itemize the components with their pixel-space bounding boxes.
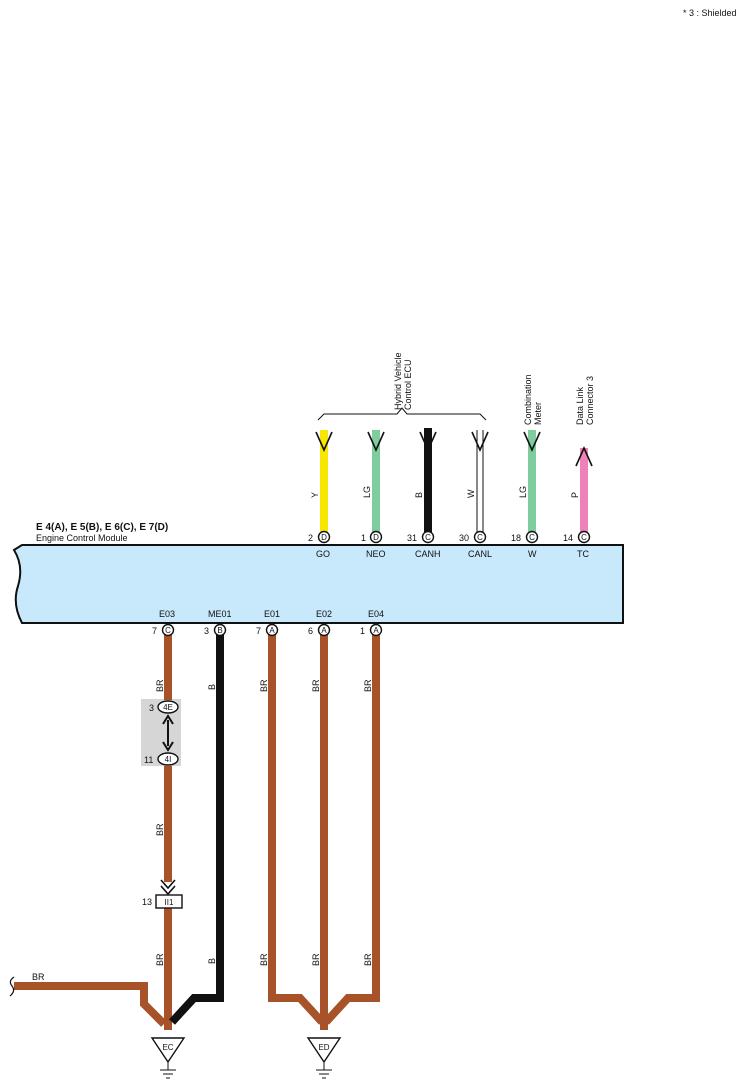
signal-me01: ME01 <box>208 609 232 619</box>
svg-text:B: B <box>217 626 222 635</box>
break-mark <box>9 976 15 997</box>
wire-color-e01: BR <box>259 679 269 692</box>
wire-e04 <box>323 634 380 1025</box>
wire-color-e04: BR <box>363 679 373 692</box>
signal-e03: E03 <box>159 609 175 619</box>
ground-ed: ED <box>306 1037 342 1079</box>
junction-4e: 4E 3 <box>149 700 179 714</box>
legend-note: * 3 : Shielded <box>683 8 737 18</box>
dlc3-label-line2: Connector 3 <box>585 376 595 425</box>
signal-go: GO <box>316 549 330 559</box>
wire-me01 <box>169 634 224 1025</box>
dlc3-label-line1: Data Link <box>575 386 585 425</box>
wire-color-me01-low: B <box>207 958 217 964</box>
wire-go-yellow <box>315 430 333 532</box>
signal-e02: E02 <box>316 609 332 619</box>
pin-num-canh: 31 <box>407 533 417 543</box>
ecm-name: Engine Control Module <box>36 533 128 543</box>
pin-canl: C 30 CANL <box>459 530 492 559</box>
signal-e01: E01 <box>264 609 280 619</box>
junction-link <box>162 714 174 752</box>
signal-e04: E04 <box>368 609 384 619</box>
pin-num-go: 2 <box>308 533 313 543</box>
svg-text:A: A <box>321 626 327 635</box>
signal-w: W <box>528 549 537 559</box>
ground-ec: EC <box>150 1037 186 1079</box>
signal-neo: NEO <box>366 549 386 559</box>
ecm-connectors-label: E 4(A), E 5(B), E 6(C), E 7(D) <box>36 522 168 533</box>
pin-e03: C 7 <box>152 623 175 637</box>
svg-text:D: D <box>373 533 379 542</box>
wire-color-canh: B <box>414 492 424 498</box>
wire-e01 <box>268 634 325 1025</box>
junction-4i-pin: 11 <box>144 755 153 765</box>
wire-neo-light-green <box>367 430 385 532</box>
wire-color-w: LG <box>518 486 528 498</box>
pin-canh: C 31 CANH <box>407 530 441 559</box>
pin-num-neo: 1 <box>361 533 366 543</box>
pin-tc: C 14 TC <box>563 530 591 559</box>
pin-neo: D 1 NEO <box>361 530 386 559</box>
pin-num-tc: 14 <box>563 533 573 543</box>
svg-text:C: C <box>529 533 535 542</box>
combination-meter-label-line1: Combination <box>523 374 533 425</box>
wire-color-canl: W <box>466 489 476 498</box>
signal-canl: CANL <box>468 549 492 559</box>
svg-text:4I: 4I <box>165 755 172 764</box>
signal-canh: CANH <box>415 549 441 559</box>
connector-ii1-pin: 13 <box>142 897 152 907</box>
wire-color-e03-low: BR <box>155 953 165 966</box>
wire-color-e01-low: BR <box>259 953 269 966</box>
wire-color-go: Y <box>310 492 320 498</box>
svg-text:C: C <box>425 533 431 542</box>
signal-tc: TC <box>577 549 589 559</box>
pin-e02: A 6 <box>308 623 331 637</box>
wire-canl-white <box>471 430 489 532</box>
wire-color-e02-low: BR <box>311 953 321 966</box>
wire-canh-black <box>419 428 437 532</box>
pin-num-canl: 30 <box>459 533 469 543</box>
svg-text:C: C <box>581 533 587 542</box>
pin-w: C 18 W <box>511 530 539 559</box>
svg-text:C: C <box>165 626 171 635</box>
pin-e04: A 1 <box>360 623 383 637</box>
svg-text:4E: 4E <box>163 703 173 712</box>
pin-e01: A 7 <box>256 623 279 637</box>
pin-num-w: 18 <box>511 533 521 543</box>
pin-num-me01: 3 <box>204 626 209 636</box>
connector-ii1: II1 13 <box>142 879 183 909</box>
svg-text:ED: ED <box>318 1043 329 1052</box>
pin-num-e01: 7 <box>256 626 261 636</box>
hv-ecu-bracket <box>317 407 487 421</box>
wire-w-light-green <box>523 430 541 532</box>
svg-text:D: D <box>321 533 327 542</box>
wire-color-e04-low: BR <box>363 953 373 966</box>
wire-color-left: BR <box>32 972 45 982</box>
svg-text:A: A <box>269 626 275 635</box>
pin-num-e02: 6 <box>308 626 313 636</box>
pin-me01: B 3 <box>204 623 227 637</box>
wire-color-e03-mid: BR <box>155 823 165 836</box>
wire-left-br <box>14 982 167 1027</box>
wire-tc-pink <box>575 446 593 532</box>
pin-num-e03: 7 <box>152 626 157 636</box>
pin-num-e04: 1 <box>360 626 365 636</box>
wire-color-tc: P <box>570 492 580 498</box>
svg-text:II1: II1 <box>165 898 174 907</box>
combination-meter-label-line2: Meter <box>533 402 543 425</box>
junction-4i: 4I 11 <box>144 752 179 766</box>
wire-color-me01: B <box>207 684 217 690</box>
ecm-box <box>12 544 624 624</box>
svg-text:EC: EC <box>162 1043 173 1052</box>
wire-color-e03: BR <box>155 679 165 692</box>
junction-4e-pin: 3 <box>149 703 154 713</box>
svg-text:A: A <box>373 626 379 635</box>
wire-color-neo: LG <box>362 486 372 498</box>
svg-text:C: C <box>477 533 483 542</box>
wire-color-e02: BR <box>311 679 321 692</box>
hv-ecu-label-line2: Control ECU <box>403 359 413 410</box>
hv-ecu-label-line1: Hybrid Vehicle <box>393 352 403 410</box>
pin-go: D 2 GO <box>308 530 331 559</box>
